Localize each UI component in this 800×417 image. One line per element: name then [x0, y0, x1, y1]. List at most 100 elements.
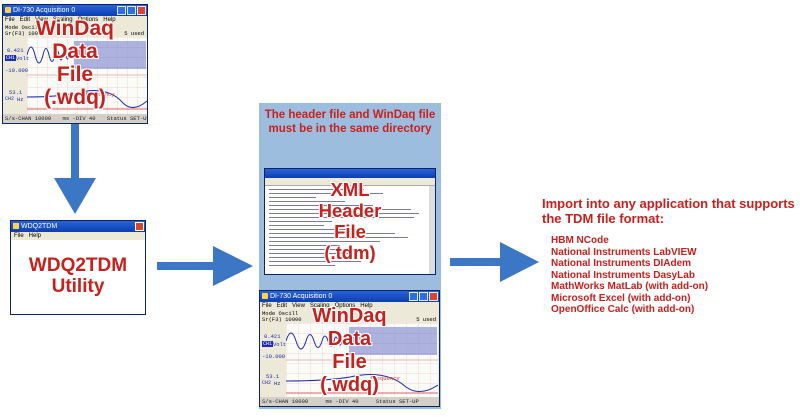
- utility-app-icon: [13, 223, 19, 229]
- menu-options[interactable]: Options: [77, 17, 99, 23]
- ch2-label[interactable]: CH2: [5, 96, 15, 102]
- overlay-line: Data: [52, 40, 98, 63]
- menu-scaling[interactable]: Scaling: [52, 17, 73, 23]
- right-arrow-1: [157, 246, 253, 286]
- waveform-plot: [285, 323, 439, 398]
- utility-titlebar: WDQ2TDM: [11, 221, 145, 232]
- ch2-value: 53.1: [9, 89, 23, 96]
- status-sample-rate: S/s-CHAN 10000: [5, 115, 52, 122]
- ch2-unit: Hz: [17, 96, 24, 103]
- overlay-line: WinDaq: [312, 305, 387, 327]
- menu-edit[interactable]: Edit: [276, 303, 288, 309]
- overlay-line: WinDaq: [36, 17, 114, 40]
- utility-label-line: Utility: [51, 276, 105, 297]
- waveform-plot: [26, 37, 147, 115]
- same-directory-note: The header file and WinDaq file must be …: [264, 109, 436, 135]
- window-title: DI-730 Acquisition 0: [270, 293, 333, 300]
- ch1-value: 0.421: [7, 47, 24, 54]
- status-ms-div: ms -DIV 40: [62, 115, 96, 122]
- overlay-line: (.wdq): [44, 86, 106, 109]
- ch1-label[interactable]: CH1: [5, 55, 17, 61]
- window-controls: [409, 292, 438, 301]
- sample-rate-readout: Sr(F3) 10000: [262, 316, 302, 323]
- xml-scrollbar[interactable]: [429, 186, 435, 274]
- menu-help[interactable]: Help: [103, 17, 116, 23]
- maximize-icon[interactable]: [419, 292, 428, 301]
- app-icon: [262, 293, 268, 299]
- app-icon: [5, 7, 11, 13]
- window-title: DI-730 Acquisition 0: [13, 7, 76, 14]
- channels-used-readout: 5 used: [416, 316, 436, 323]
- ch1-min: -10.000: [5, 67, 29, 74]
- status-state: Status SET-UP: [375, 398, 419, 405]
- minimize-icon[interactable]: [409, 292, 418, 301]
- overlay-line: File: [56, 63, 94, 86]
- ch1-min: -10.000: [262, 353, 286, 360]
- menu-bar: File Edit View Scaling Options Help: [260, 302, 439, 310]
- menu-help[interactable]: Help: [360, 303, 373, 309]
- ch1-label[interactable]: CH1: [262, 341, 274, 347]
- utility-menu-bar: File Help: [11, 232, 145, 240]
- xml-label-line: File: [334, 221, 366, 242]
- sample-rate-readout: Sr(F3) 10000: [5, 30, 45, 37]
- xml-code-lines: [269, 189, 427, 270]
- windaq-window-top: DI-730 Acquisition 0 File Edit View Scal…: [2, 4, 148, 124]
- menu-file[interactable]: File: [14, 233, 24, 239]
- ch2-label[interactable]: CH2: [262, 380, 272, 386]
- maximize-icon[interactable]: [127, 6, 136, 15]
- utility-label-line: WDQ2TDM: [28, 255, 128, 276]
- ch1-unit: Volt: [273, 341, 287, 348]
- window-titlebar: DI-730 Acquisition 0: [3, 5, 147, 16]
- list-item: Microsoft Excel (with add-on): [551, 292, 691, 304]
- wdq2tdm-utility-window: WDQ2TDM File Help WDQ2TDM Utility: [10, 220, 146, 315]
- overlay-line: (.wdq): [320, 374, 379, 396]
- status-bar: S/s-CHAN 10000 ms -DIV 40 Status SET-UP: [3, 114, 147, 123]
- list-item: HBM NCode: [551, 235, 609, 246]
- channels-used-readout: 5 used: [124, 30, 144, 37]
- close-icon[interactable]: [135, 222, 144, 231]
- menu-edit[interactable]: Edit: [19, 17, 31, 23]
- window-controls: [117, 6, 146, 15]
- xml-label-line: Header: [318, 200, 382, 221]
- xml-header-label: XML Header File (.tdm): [265, 179, 435, 263]
- windaq-file-label: WinDaq Data File (.wdq): [260, 305, 439, 397]
- menu-view[interactable]: View: [35, 17, 48, 23]
- overlay-line: File: [332, 351, 367, 373]
- status-state: Status SET-UP: [106, 115, 147, 122]
- xml-label-line: XML: [330, 179, 370, 200]
- frequency-annotation: frequency: [370, 375, 400, 382]
- menu-options[interactable]: Options: [334, 303, 356, 309]
- ch2-value: 53.1: [266, 373, 280, 380]
- status-ms-div: ms -DIV 40: [325, 398, 359, 405]
- list-item: National Instruments LabVIEW: [551, 246, 697, 258]
- list-item: National Instruments DasyLab: [551, 269, 695, 281]
- menu-scaling[interactable]: Scaling: [309, 303, 330, 309]
- windaq-window-panel: DI-730 Acquisition 0 File Edit View Scal…: [259, 290, 440, 407]
- list-item: National Instruments DIAdem: [551, 258, 692, 269]
- windaq-file-label: WinDaq Data File (.wdq): [3, 17, 147, 109]
- list-item: MathWorks MatLab (with add-on): [551, 281, 709, 292]
- frequency-annotation: frequency: [85, 91, 115, 98]
- menu-file[interactable]: File: [262, 303, 272, 309]
- menu-view[interactable]: View: [292, 303, 305, 309]
- right-arrow-2: [450, 242, 539, 282]
- application-list: HBM NCode National Instruments LabVIEW N…: [551, 235, 708, 316]
- ch1-unit: Volt: [16, 55, 30, 62]
- minimize-icon[interactable]: [117, 6, 126, 15]
- menu-file[interactable]: File: [5, 17, 15, 23]
- close-icon[interactable]: [429, 292, 438, 301]
- utility-title: WDQ2TDM: [21, 223, 58, 230]
- ch1-value: 0.421: [264, 333, 281, 340]
- mode-readout: Mode Oscill: [5, 24, 42, 31]
- utility-label: WDQ2TDM Utility: [11, 255, 145, 297]
- overlay-line: Data: [327, 328, 372, 350]
- list-item: OpenOffice Calc (with add-on): [551, 304, 695, 315]
- window-titlebar: DI-730 Acquisition 0: [260, 291, 439, 302]
- close-icon[interactable]: [137, 6, 146, 15]
- down-arrow: [54, 124, 96, 214]
- xml-toolbar: [265, 178, 435, 186]
- ch2-unit: Hz: [274, 380, 281, 387]
- xml-header-window: XML Header File (.tdm): [264, 168, 436, 275]
- xml-label-line: (.tdm): [324, 242, 376, 263]
- menu-help[interactable]: Help: [28, 233, 42, 239]
